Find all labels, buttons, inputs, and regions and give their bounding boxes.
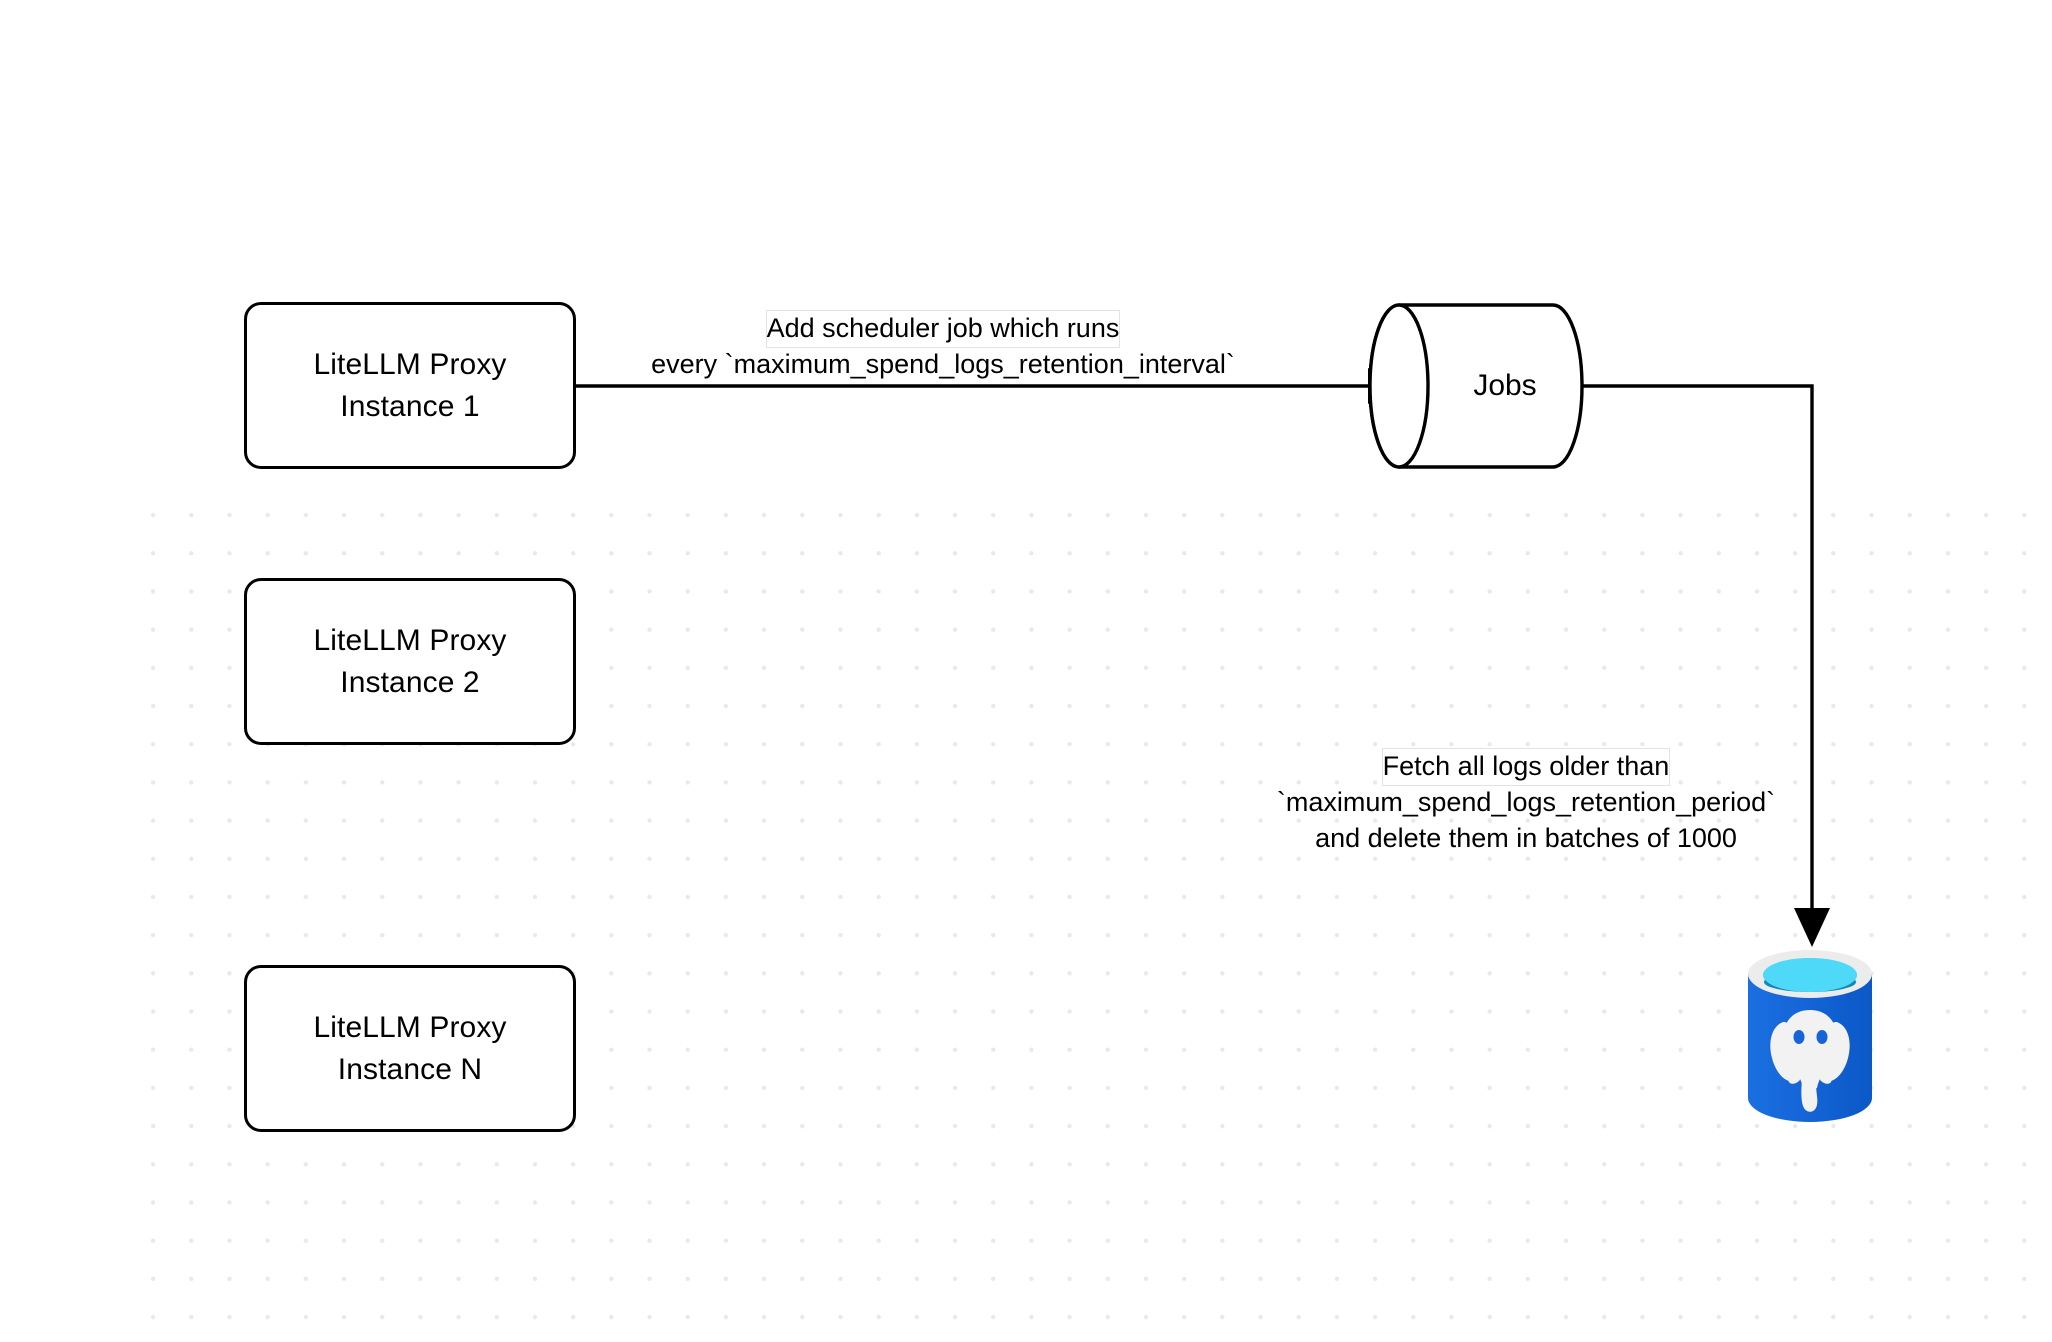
edge-label-scheduler: Add scheduler job which runs every `maxi… [598, 311, 1288, 383]
edge-fetch-delete-line [1582, 384, 1814, 912]
node-litellm-proxy-instance-2[interactable]: LiteLLM Proxy Instance 2 [244, 578, 576, 745]
node-label-instance-n: LiteLLM Proxy Instance N [313, 1011, 507, 1086]
edge-label-scheduler-line-1: Add scheduler job which runs [766, 311, 1120, 347]
node-litellm-proxy-instance-n[interactable]: LiteLLM Proxy Instance N [244, 965, 576, 1132]
jobs-cylinder-cap [1368, 303, 1430, 469]
node-label-jobs: Jobs [1428, 355, 1582, 417]
postgres-top-highlight [1763, 958, 1857, 992]
edge-fetch-delete [1582, 384, 1830, 947]
edge-fetch-delete-arrowhead-icon [1794, 908, 1830, 947]
node-label-instance-2: LiteLLM Proxy Instance 2 [313, 624, 507, 699]
postgresql-database-icon[interactable] [1744, 948, 1876, 1128]
postgres-elephant-eyes-icon [1793, 1030, 1828, 1044]
edge-label-fetch-line-1: Fetch all logs older than [1382, 749, 1670, 785]
edge-label-fetch-delete: Fetch all logs older than `maximum_spend… [1248, 749, 1804, 857]
node-litellm-proxy-instance-1[interactable]: LiteLLM Proxy Instance 1 [244, 302, 576, 469]
node-label-instance-1: LiteLLM Proxy Instance 1 [313, 348, 507, 423]
edge-label-fetch-line-2: `maximum_spend_logs_retention_period` [1276, 786, 1776, 817]
edge-label-scheduler-line-2: every `maximum_spend_logs_retention_inte… [651, 348, 1235, 379]
jobs-label-text: Jobs [1473, 369, 1537, 402]
edge-label-fetch-line-3: and delete them in batches of 1000 [1315, 822, 1737, 853]
postgres-elephant-icon [1770, 1010, 1850, 1112]
jobs-cylinder-shape [1368, 303, 1584, 469]
